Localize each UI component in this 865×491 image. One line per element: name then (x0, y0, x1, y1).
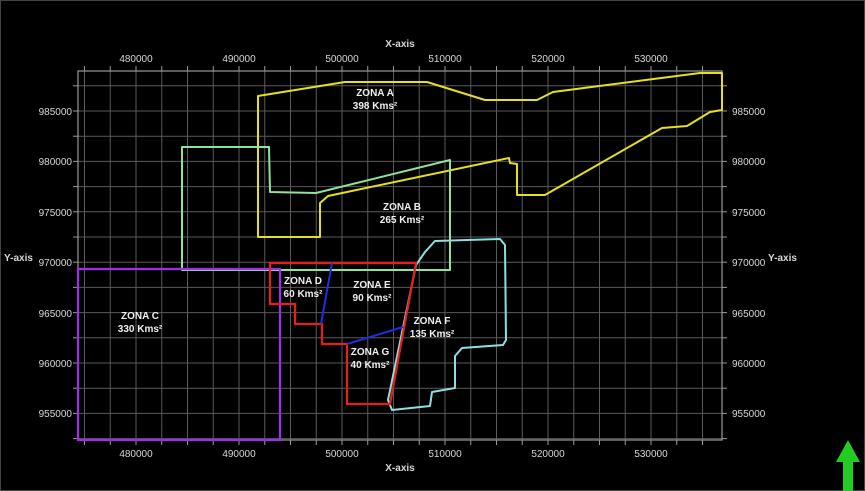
x-axis-title-bottom: X-axis (385, 463, 415, 474)
zone-e-label: ZONA E 90 Kms² (353, 280, 393, 304)
x-axis-top-labels: 480000 490000 500000 510000 520000 53000… (119, 54, 668, 65)
zone-e-g-divider (346, 326, 404, 345)
x-tick-bottom: 510000 (428, 449, 462, 460)
y-tick-left: 970000 (39, 258, 73, 269)
x-tick-top: 520000 (531, 54, 565, 65)
x-axis-bottom-labels: 480000 490000 500000 510000 520000 53000… (119, 449, 668, 460)
zone-a-label: ZONA A 398 Kms² (353, 88, 398, 112)
y-tick-left: 960000 (39, 359, 73, 370)
zone-d-e-g-boundary[interactable] (268, 261, 418, 406)
y-axis-left-labels: 985000 980000 975000 970000 965000 96000… (39, 107, 73, 420)
zone-f-boundary[interactable] (387, 238, 507, 411)
y-tick-left: 980000 (39, 157, 73, 168)
y-tick-right: 975000 (732, 208, 766, 219)
x-tick-bottom: 490000 (222, 449, 256, 460)
grid-lines (78, 71, 722, 440)
zone-name: ZONA E (353, 280, 391, 291)
zone-g-label: ZONA G 40 Kms² (351, 347, 391, 371)
zone-name: ZONA F (414, 316, 451, 327)
zone-d-label: ZONA D 60 Kms² (284, 276, 324, 300)
zone-name: ZONA A (356, 88, 394, 99)
zone-c-boundary[interactable] (76, 267, 282, 442)
y-tick-left: 985000 (39, 107, 73, 118)
x-tick-top: 490000 (222, 54, 256, 65)
x-tick-bottom: 480000 (119, 449, 153, 460)
zone-name: ZONA G (351, 347, 390, 358)
y-tick-right: 970000 (732, 258, 766, 269)
zone-f-label: ZONA F 135 Kms² (410, 316, 455, 340)
zone-d-e-divider (320, 262, 333, 325)
zone-area: 265 Kms² (380, 215, 425, 226)
y-tick-left: 975000 (39, 208, 73, 219)
y-tick-right: 955000 (732, 409, 766, 420)
zone-b-label: ZONA B 265 Kms² (380, 202, 425, 226)
zone-name: ZONA C (121, 311, 159, 322)
y-tick-right: 985000 (732, 107, 766, 118)
x-tick-bottom: 530000 (634, 449, 668, 460)
y-tick-right: 980000 (732, 157, 766, 168)
zone-name: ZONA D (284, 276, 322, 287)
plot-border (77, 70, 723, 441)
y-axis-title-left: Y-axis (4, 253, 33, 264)
zone-area: 135 Kms² (410, 329, 455, 340)
zone-area: 60 Kms² (284, 289, 324, 300)
zone-name: ZONA B (383, 202, 421, 213)
zone-area: 330 Kms² (118, 324, 163, 335)
north-arrow-icon (836, 440, 860, 491)
y-tick-right: 960000 (732, 359, 766, 370)
y-axis-right-labels: 985000 980000 975000 970000 965000 96000… (732, 107, 766, 420)
x-axis-title-top: X-axis (385, 39, 415, 50)
x-tick-top: 500000 (325, 54, 359, 65)
x-tick-top: 480000 (119, 54, 153, 65)
x-tick-top: 510000 (428, 54, 462, 65)
zone-area: 40 Kms² (351, 360, 391, 371)
y-tick-left: 955000 (39, 409, 73, 420)
zone-a-boundary[interactable] (257, 72, 723, 238)
y-axis-title-right: Y-axis (768, 253, 797, 264)
zone-area: 90 Kms² (353, 293, 393, 304)
y-tick-left: 965000 (39, 309, 73, 320)
x-tick-bottom: 500000 (325, 449, 359, 460)
x-tick-top: 530000 (634, 54, 668, 65)
zone-c-label: ZONA C 330 Kms² (118, 311, 163, 335)
zone-area: 398 Kms² (353, 101, 398, 112)
x-tick-bottom: 520000 (531, 449, 565, 460)
y-tick-right: 965000 (732, 309, 766, 320)
